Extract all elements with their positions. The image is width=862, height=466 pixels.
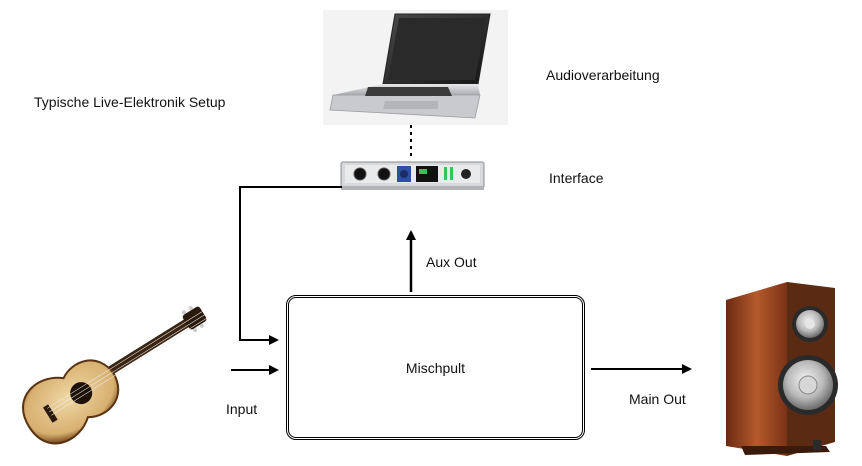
return-connection-arrow	[239, 186, 342, 345]
mixer-box: Mischpult	[286, 295, 585, 440]
aux-out-label: Aux Out	[426, 254, 477, 270]
input-label: Input	[226, 401, 258, 417]
acoustic-guitar-icon	[22, 306, 207, 445]
main-out-label: Main Out	[629, 391, 686, 407]
speaker-icon	[726, 282, 838, 456]
audio-interface-icon	[340, 161, 485, 190]
audio-processing-label: Audioverarbeitung	[546, 67, 660, 83]
laptop-icon	[323, 10, 508, 125]
mixer-label: Mischpult	[405, 360, 466, 376]
interface-label: Interface	[549, 170, 604, 186]
diagram-title: Typische Live-Elektronik Setup	[34, 94, 226, 110]
